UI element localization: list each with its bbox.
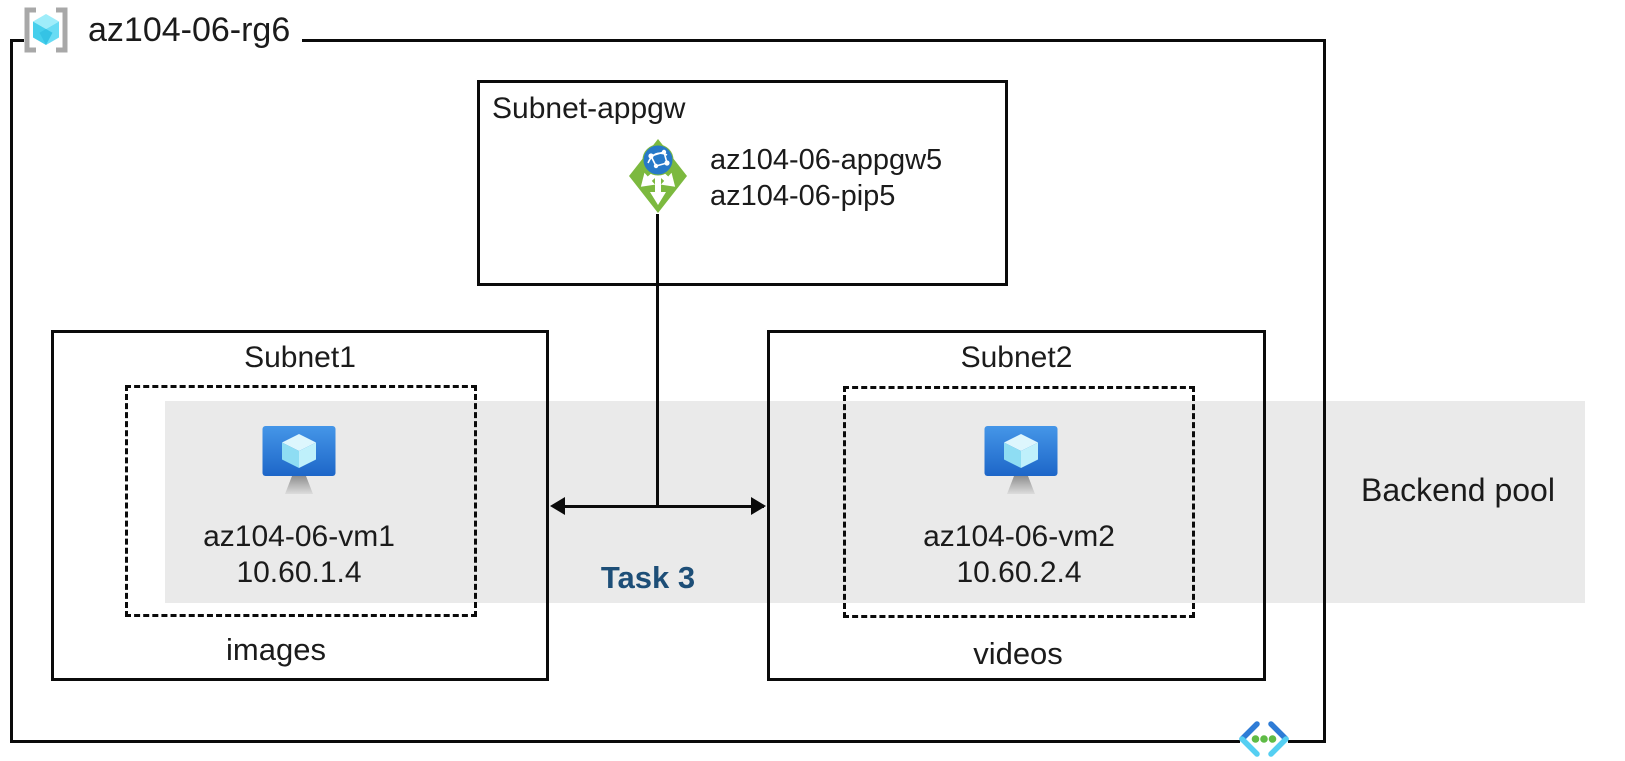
resource-group-box bbox=[10, 39, 1326, 743]
vm1-labels: az104-06-vm1 10.60.1.4 bbox=[149, 519, 449, 591]
vm2-ip: 10.60.2.4 bbox=[956, 556, 1082, 589]
appgw-pip-name: az104-06-pip5 bbox=[710, 180, 896, 212]
subnet2-caption: videos bbox=[973, 636, 1063, 671]
appgw-connector-line bbox=[656, 214, 659, 507]
task-label: Task 3 bbox=[600, 560, 696, 595]
resource-group-name: az104-06-rg6 bbox=[88, 11, 291, 49]
arrowhead-left bbox=[550, 497, 565, 515]
backend-pool-band bbox=[165, 401, 1585, 603]
resource-group-border-gap bbox=[24, 37, 302, 45]
arrowhead-right bbox=[751, 497, 766, 515]
subnet1-vm-dashed-box bbox=[125, 385, 477, 617]
vm1-ip: 10.60.1.4 bbox=[236, 556, 362, 589]
virtual-machine-icon bbox=[259, 423, 339, 499]
resource-group-icon bbox=[24, 7, 68, 53]
virtual-network-icon bbox=[1239, 721, 1289, 757]
subnet1-caption: images bbox=[226, 632, 326, 667]
appgw-subnet-title: Subnet-appgw bbox=[492, 92, 686, 125]
subnet1-title: Subnet1 bbox=[244, 341, 356, 374]
subnet2-vm-dashed-box bbox=[843, 386, 1195, 618]
subnet1-box bbox=[51, 330, 549, 681]
appgw-labels: az104-06-appgw5 az104-06-pip5 bbox=[710, 142, 942, 214]
vm1-name: az104-06-vm1 bbox=[203, 520, 395, 553]
virtual-machine-icon bbox=[981, 423, 1061, 499]
subnet2-title: Subnet2 bbox=[960, 341, 1073, 374]
subnet-arrow-line bbox=[560, 505, 764, 508]
appgw-name: az104-06-appgw5 bbox=[710, 144, 943, 176]
backend-pool-label: Backend pool bbox=[1361, 472, 1555, 508]
subnet2-box bbox=[767, 330, 1266, 681]
appgw-subnet-box bbox=[477, 80, 1008, 286]
vm2-labels: az104-06-vm2 10.60.2.4 bbox=[869, 519, 1169, 591]
application-gateway-icon bbox=[629, 139, 687, 213]
vm2-name: az104-06-vm2 bbox=[923, 520, 1115, 553]
